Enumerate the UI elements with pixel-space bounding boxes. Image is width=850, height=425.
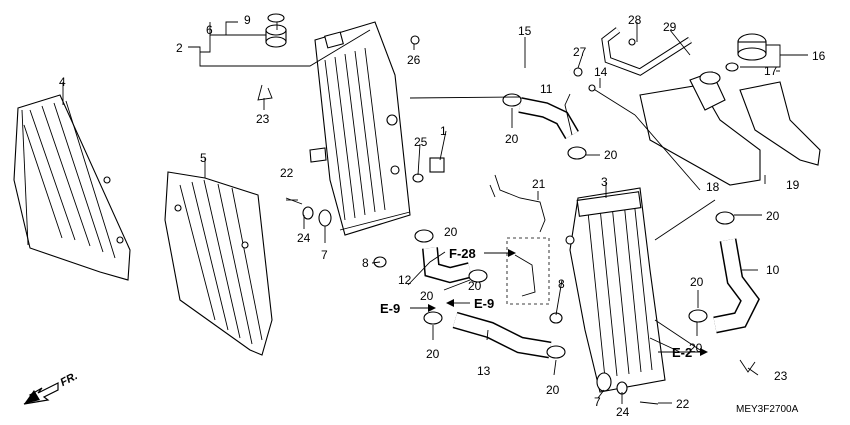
- callout-15: 15: [518, 24, 532, 38]
- callout-29: 29: [663, 20, 677, 34]
- callout-20b: 20: [604, 148, 618, 162]
- ref-e9-left: E-9: [380, 301, 400, 316]
- callout-labels: 1 2 3 4 5 6 7 7 8 8 9 10 11 12 13 14 15 …: [59, 13, 826, 419]
- callout-23b: 23: [774, 369, 788, 383]
- callout-21: 21: [532, 177, 546, 191]
- left-radiator-shroud: [13, 94, 131, 281]
- callout-7b: 7: [594, 395, 601, 409]
- callout-1: 1: [440, 124, 447, 138]
- callout-12: 12: [398, 273, 412, 287]
- callout-14: 14: [594, 65, 608, 79]
- callout-16: 16: [812, 49, 826, 63]
- reserve-tank: [639, 71, 761, 186]
- upper-hose-11: [518, 97, 579, 140]
- hose-12: [422, 247, 472, 284]
- callout-20i: 20: [689, 341, 703, 355]
- callout-8b: 8: [558, 277, 565, 291]
- breather-hose-29: [601, 27, 692, 76]
- callout-17: 17: [764, 64, 778, 78]
- right-radiator: [565, 187, 666, 393]
- callout-26: 26: [407, 53, 421, 67]
- hose-10: [713, 238, 760, 334]
- tank-cover: [739, 81, 821, 166]
- callout-20d: 20: [420, 289, 434, 303]
- callout-8a: 8: [362, 256, 369, 270]
- callout-9: 9: [244, 13, 251, 27]
- callout-20e: 20: [426, 347, 440, 361]
- callout-4: 4: [59, 75, 66, 89]
- callout-11: 11: [540, 82, 553, 96]
- overflow-hose-15: [419, 37, 571, 78]
- diagram-code: MEY3F2700A: [736, 404, 799, 415]
- radiator-cap: [265, 13, 287, 48]
- callout-20a: 20: [505, 132, 519, 146]
- callout-23a: 23: [256, 112, 270, 126]
- leader-lines: [62, 21, 808, 404]
- reference-arrows: [410, 237, 708, 356]
- callout-22a: 22: [280, 166, 294, 180]
- front-label: FR.: [58, 370, 79, 389]
- reserve-tank-cap: [725, 33, 767, 72]
- callout-24b: 24: [616, 405, 630, 419]
- callout-3: 3: [601, 175, 608, 189]
- reference-labels: F-28 E-9 E-9 E-2: [380, 246, 692, 360]
- callout-25: 25: [414, 135, 428, 149]
- ref-e2: E-2: [672, 345, 692, 360]
- callout-27: 27: [573, 45, 587, 59]
- callout-18: 18: [706, 180, 720, 194]
- callout-20h: 20: [766, 209, 780, 223]
- lower-hose-13: [452, 311, 552, 359]
- callout-6: 6: [206, 23, 213, 37]
- callout-20j: 20: [468, 279, 482, 293]
- callout-10: 10: [766, 263, 780, 277]
- callout-28: 28: [628, 13, 642, 27]
- callout-22b: 22: [676, 397, 690, 411]
- ref-f28: F-28: [449, 246, 476, 261]
- callout-13: 13: [477, 364, 491, 378]
- callout-24a: 24: [297, 231, 311, 245]
- callout-5: 5: [200, 151, 207, 165]
- callout-20c: 20: [444, 225, 458, 239]
- right-radiator-shroud: [164, 171, 273, 356]
- left-radiator: [309, 21, 411, 236]
- callout-7a: 7: [321, 248, 328, 262]
- callout-20f: 20: [546, 383, 560, 397]
- callout-2: 2: [176, 41, 183, 55]
- callout-20g: 20: [690, 275, 704, 289]
- ref-e9-right: E-9: [474, 296, 494, 311]
- small-parts: [257, 35, 756, 405]
- front-arrow-icon: FR.: [23, 370, 80, 405]
- callout-19: 19: [786, 178, 800, 192]
